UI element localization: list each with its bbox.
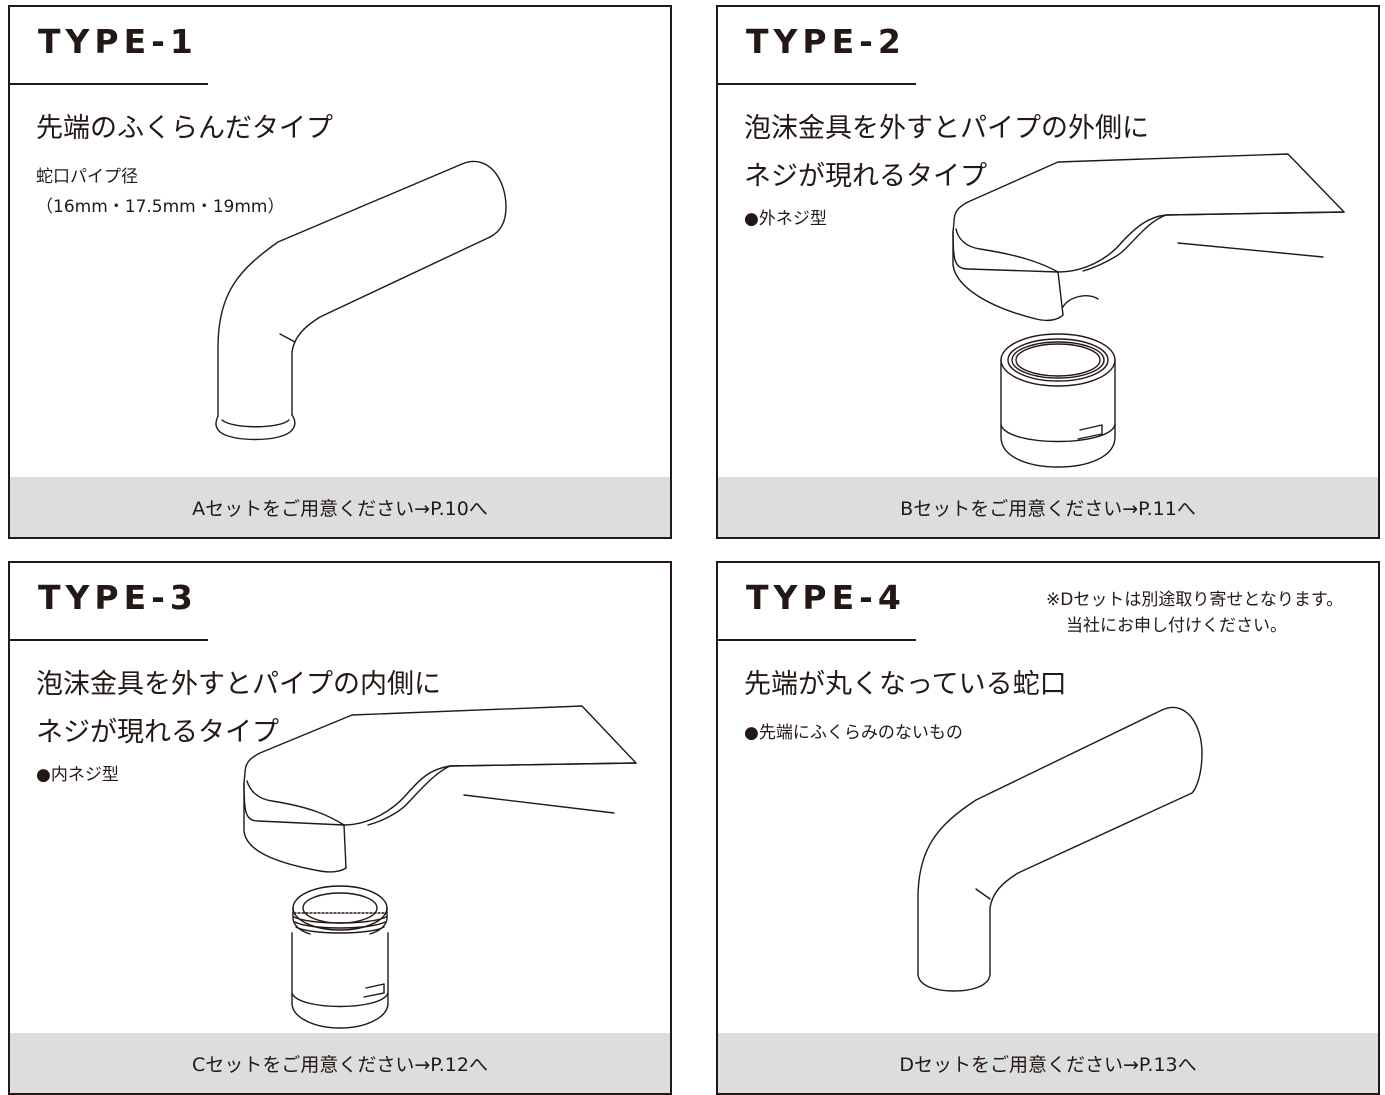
order-note: ※Dセットは別途取り寄せとなります。 当社にお申し付けください。 [1046,587,1343,639]
type-description: 先端が丸くなっている蛇口 [744,661,1067,709]
title-underline [10,83,208,85]
description-line: 泡沫金具を外すとパイプの内側に [36,669,441,700]
description-line: 先端のふくらんだタイプ [36,113,333,144]
subnote-line: （16mm・17.5mm・19mm） [36,197,285,217]
type-title: TYPE-3 [38,578,198,617]
type-card-4: TYPE-4 ※Dセットは別途取り寄せとなります。 当社にお申し付けください。 … [716,561,1380,1095]
faucet-male-thread-illustration [952,153,1345,468]
subnote-line: ●内ネジ型 [36,765,119,785]
set-footer: Cセットをご用意ください→P.12へ [10,1033,670,1093]
title-underline [10,639,208,641]
note-line: 当社にお申し付けください。 [1066,616,1287,636]
type-title: TYPE-2 [746,22,906,61]
note-line: ※Dセットは別途取り寄せとなります。 [1046,590,1344,610]
type-description: 泡沫金具を外すとパイプの内側に ネジが現れるタイプ [36,661,441,757]
description-line: ネジが現れるタイプ [744,161,987,192]
type-card-2: TYPE-2 泡沫金具を外すとパイプの外側に ネジが現れるタイプ ●外ネジ型 B… [716,5,1380,539]
type-title: TYPE-1 [38,22,198,61]
type-card-1: TYPE-1 先端のふくらんだタイプ 蛇口パイプ径 （16mm・17.5mm・1… [8,5,672,539]
subnote-line: ●外ネジ型 [744,209,827,229]
description-line: ネジが現れるタイプ [36,717,279,748]
type-title: TYPE-4 [746,578,906,617]
type-subnote: 蛇口パイプ径 （16mm・17.5mm・19mm） [36,162,284,222]
type-subnote: ●外ネジ型 [744,204,827,234]
faucet-female-thread-illustration [243,705,637,1029]
set-footer: Aセットをご用意ください→P.10へ [10,477,670,537]
description-line: 先端が丸くなっている蛇口 [744,669,1067,700]
description-line: 泡沫金具を外すとパイプの外側に [744,113,1149,144]
faucet-round-tip-illustration [917,706,1203,992]
type-card-3: TYPE-3 泡沫金具を外すとパイプの内側に ネジが現れるタイプ ●内ネジ型 C… [8,561,672,1095]
title-underline [718,639,916,641]
title-underline [718,83,916,85]
subnote-line: ●先端にふくらみのないもの [744,723,963,743]
type-subnote: ●先端にふくらみのないもの [744,718,963,748]
faucet-bulged-tip-illustration [215,160,507,441]
set-footer: Bセットをご用意ください→P.11へ [718,477,1378,537]
type-subnote: ●内ネジ型 [36,760,119,790]
type-description: 泡沫金具を外すとパイプの外側に ネジが現れるタイプ [744,105,1149,201]
set-footer: Dセットをご用意ください→P.13へ [718,1033,1378,1093]
type-description: 先端のふくらんだタイプ [36,105,333,153]
subnote-line: 蛇口パイプ径 [36,167,138,187]
